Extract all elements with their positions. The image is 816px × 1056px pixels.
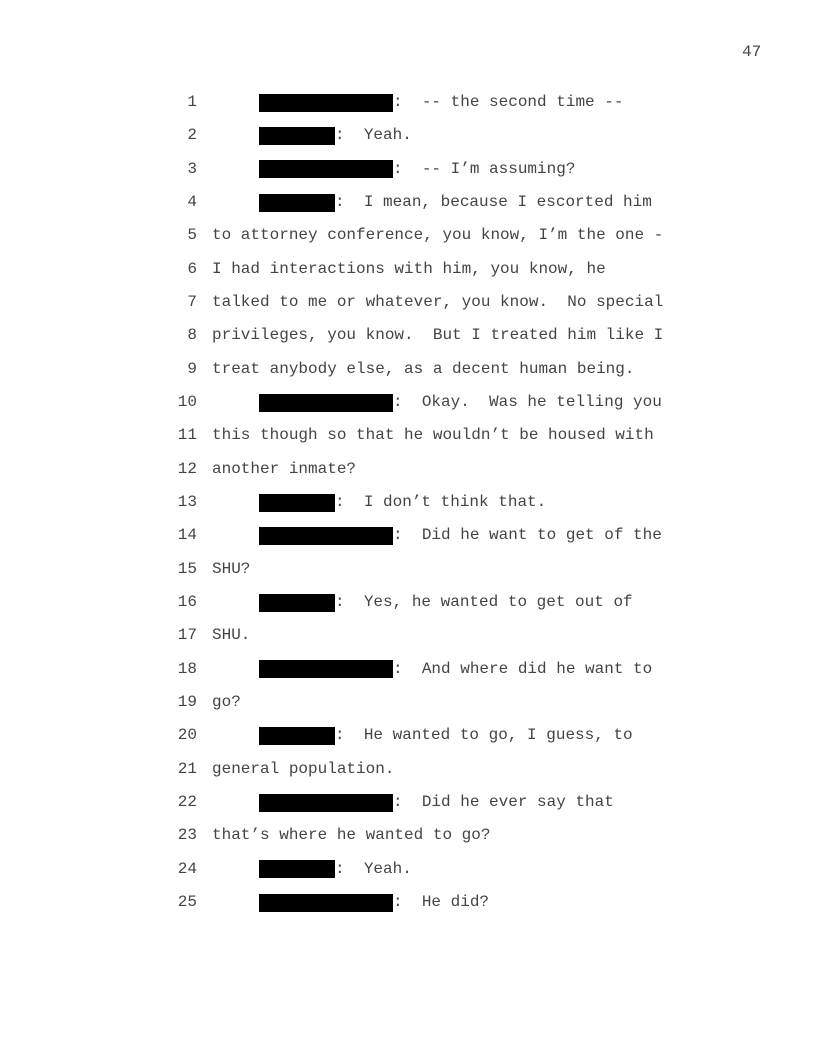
line-number: 21 bbox=[177, 759, 197, 778]
line-text: -- the second time -- bbox=[421, 93, 624, 111]
line-text: go? bbox=[212, 692, 241, 711]
line-number: 3 bbox=[187, 159, 197, 178]
line-number: 2 bbox=[187, 126, 197, 145]
line-number: 19 bbox=[177, 692, 197, 711]
speaker-turn: : I don’t think that. bbox=[259, 486, 546, 519]
line-number: 17 bbox=[177, 626, 197, 645]
speaker-colon: : bbox=[393, 659, 422, 678]
line-number: 15 bbox=[177, 559, 197, 578]
line-number: 7 bbox=[187, 292, 197, 311]
speaker-turn: : -- I’m assuming? bbox=[259, 153, 575, 186]
line-text: He wanted to go, I guess, to bbox=[363, 726, 633, 745]
line-number: 1 bbox=[187, 93, 197, 111]
redacted-speaker-name bbox=[259, 193, 335, 212]
line-text: And where did he want to bbox=[421, 659, 653, 678]
line-text: Did he want to get of the bbox=[421, 526, 662, 545]
speaker-colon: : bbox=[335, 726, 364, 745]
speaker-colon: : bbox=[393, 159, 422, 178]
speaker-colon: : bbox=[393, 392, 422, 411]
line-number: 23 bbox=[177, 826, 197, 845]
redacted-speaker-name bbox=[259, 526, 393, 545]
speaker-colon: : bbox=[393, 93, 422, 111]
line-number: 11 bbox=[177, 426, 197, 445]
speaker-turn: : And where did he want to bbox=[259, 653, 652, 686]
line-number: 6 bbox=[187, 259, 197, 278]
line-number: 13 bbox=[177, 492, 197, 511]
line-number: 16 bbox=[177, 592, 197, 611]
speaker-colon: : bbox=[335, 492, 364, 511]
line-text: treat anybody else, as a decent human be… bbox=[212, 359, 635, 378]
redacted-speaker-name bbox=[259, 726, 335, 745]
speaker-colon: : bbox=[393, 892, 422, 911]
line-text: Yeah. bbox=[363, 126, 412, 145]
speaker-turn: : Did he ever say that bbox=[259, 786, 614, 819]
line-text: Yeah. bbox=[363, 859, 412, 878]
line-text: talked to me or whatever, you know. No s… bbox=[212, 292, 664, 311]
line-text: I had interactions with him, you know, h… bbox=[212, 259, 606, 278]
redacted-speaker-name bbox=[259, 860, 335, 879]
line-text: that’s where he wanted to go? bbox=[212, 826, 491, 845]
line-text: Yes, he wanted to get out of bbox=[363, 592, 633, 611]
line-number: 5 bbox=[187, 226, 197, 245]
line-number: 4 bbox=[187, 192, 197, 211]
line-text: He did? bbox=[421, 892, 490, 911]
speaker-turn: : Did he want to get of the bbox=[259, 519, 662, 552]
line-text: to attorney conference, you know, I’m th… bbox=[212, 226, 664, 245]
speaker-turn: : He did? bbox=[259, 886, 489, 919]
line-number: 12 bbox=[177, 459, 197, 478]
line-text: I mean, because I escorted him bbox=[363, 192, 652, 211]
line-text: privileges, you know. But I treated him … bbox=[212, 326, 664, 345]
speaker-colon: : bbox=[335, 859, 364, 878]
speaker-turn: : He wanted to go, I guess, to bbox=[259, 719, 633, 752]
line-text: Did he ever say that bbox=[421, 792, 614, 811]
line-number: 18 bbox=[177, 659, 197, 678]
redacted-speaker-name bbox=[259, 660, 393, 679]
line-text: general population. bbox=[212, 759, 395, 778]
redacted-speaker-name bbox=[259, 793, 393, 812]
line-text: SHU. bbox=[212, 626, 251, 645]
line-text: SHU? bbox=[212, 559, 251, 578]
line-text: Okay. Was he telling you bbox=[421, 392, 662, 411]
redacted-speaker-name bbox=[259, 893, 393, 912]
speaker-turn: : Yeah. bbox=[259, 853, 412, 886]
line-number: 9 bbox=[187, 359, 197, 378]
redacted-speaker-name bbox=[259, 160, 393, 179]
redacted-speaker-name bbox=[259, 93, 393, 112]
line-number: 22 bbox=[177, 792, 197, 811]
line-number: 10 bbox=[177, 392, 197, 411]
line-number: 25 bbox=[177, 892, 197, 911]
redacted-speaker-name bbox=[259, 593, 335, 612]
speaker-colon: : bbox=[393, 526, 422, 545]
speaker-turn: : Okay. Was he telling you bbox=[259, 386, 662, 419]
speaker-turn: : -- the second time -- bbox=[259, 86, 623, 119]
line-number: 24 bbox=[177, 859, 197, 878]
speaker-turn: : I mean, because I escorted him bbox=[259, 186, 652, 219]
redacted-speaker-name bbox=[259, 126, 335, 145]
speaker-colon: : bbox=[335, 192, 364, 211]
speaker-colon: : bbox=[393, 792, 422, 811]
line-number: 8 bbox=[187, 326, 197, 345]
speaker-colon: : bbox=[335, 592, 364, 611]
page-number: 47 bbox=[742, 43, 762, 61]
line-text: another inmate? bbox=[212, 459, 357, 478]
line-number: 20 bbox=[177, 726, 197, 745]
speaker-colon: : bbox=[335, 126, 364, 145]
line-text: this though so that he wouldn’t be house… bbox=[212, 426, 654, 445]
redacted-speaker-name bbox=[259, 493, 335, 512]
speaker-turn: : Yeah. bbox=[259, 119, 412, 152]
redacted-speaker-name bbox=[259, 393, 393, 412]
line-number: 14 bbox=[177, 526, 197, 545]
speaker-turn: : Yes, he wanted to get out of bbox=[259, 586, 633, 619]
line-text: -- I’m assuming? bbox=[421, 159, 576, 178]
line-text: I don’t think that. bbox=[363, 492, 547, 511]
